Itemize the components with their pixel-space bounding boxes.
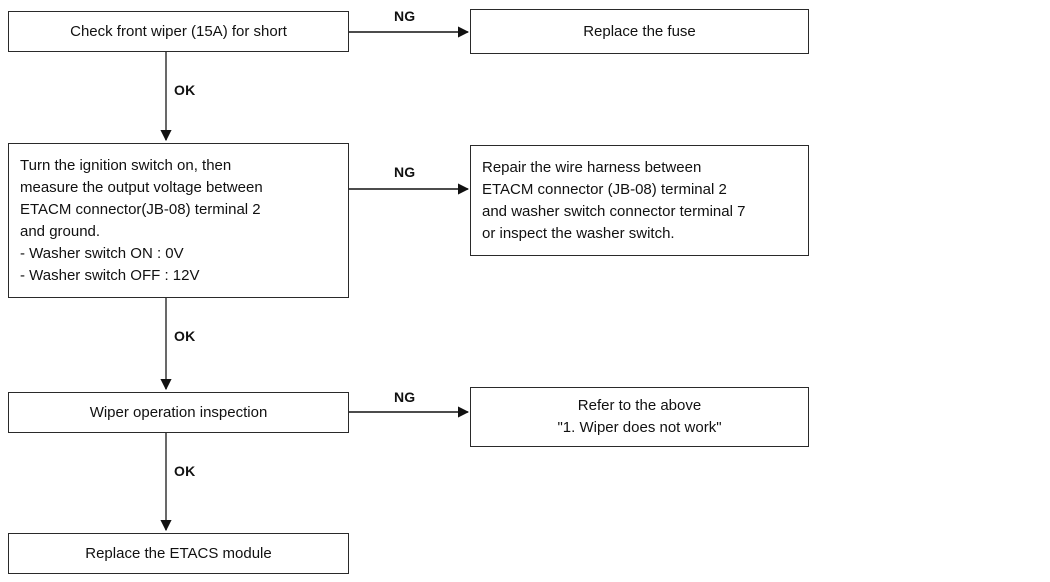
- edge-label-ok-1: OK: [174, 82, 196, 98]
- node-text: Refer to the above "1. Wiper does not wo…: [557, 397, 722, 436]
- node-text: Repair the wire harness between ETACM co…: [482, 158, 746, 242]
- node-text: Turn the ignition switch on, then measur…: [20, 156, 263, 284]
- edge-label-ng-3: NG: [394, 389, 416, 405]
- edge-label-ok-2: OK: [174, 328, 196, 344]
- node-replace-etacs-module[interactable]: Replace the ETACS module: [8, 533, 349, 574]
- edge-label-ng-1: NG: [394, 8, 416, 24]
- node-refer-to-the-above[interactable]: Refer to the above "1. Wiper does not wo…: [470, 387, 809, 447]
- node-wiper-operation-inspection[interactable]: Wiper operation inspection: [8, 392, 349, 433]
- node-repair-wire-harness[interactable]: Repair the wire harness between ETACM co…: [470, 145, 809, 256]
- node-text: Wiper operation inspection: [89, 403, 268, 421]
- edge-label-ok-3: OK: [174, 463, 196, 479]
- node-measure-output-voltage[interactable]: Turn the ignition switch on, then measur…: [8, 143, 349, 298]
- node-check-front-wiper-fuse[interactable]: Check front wiper (15A) for short: [8, 11, 349, 52]
- node-text: Replace the ETACS module: [85, 544, 272, 562]
- node-replace-the-fuse[interactable]: Replace the fuse: [470, 9, 809, 54]
- node-text: Check front wiper (15A) for short: [70, 22, 287, 40]
- node-text: Replace the fuse: [583, 22, 696, 40]
- edge-label-ng-2: NG: [394, 164, 416, 180]
